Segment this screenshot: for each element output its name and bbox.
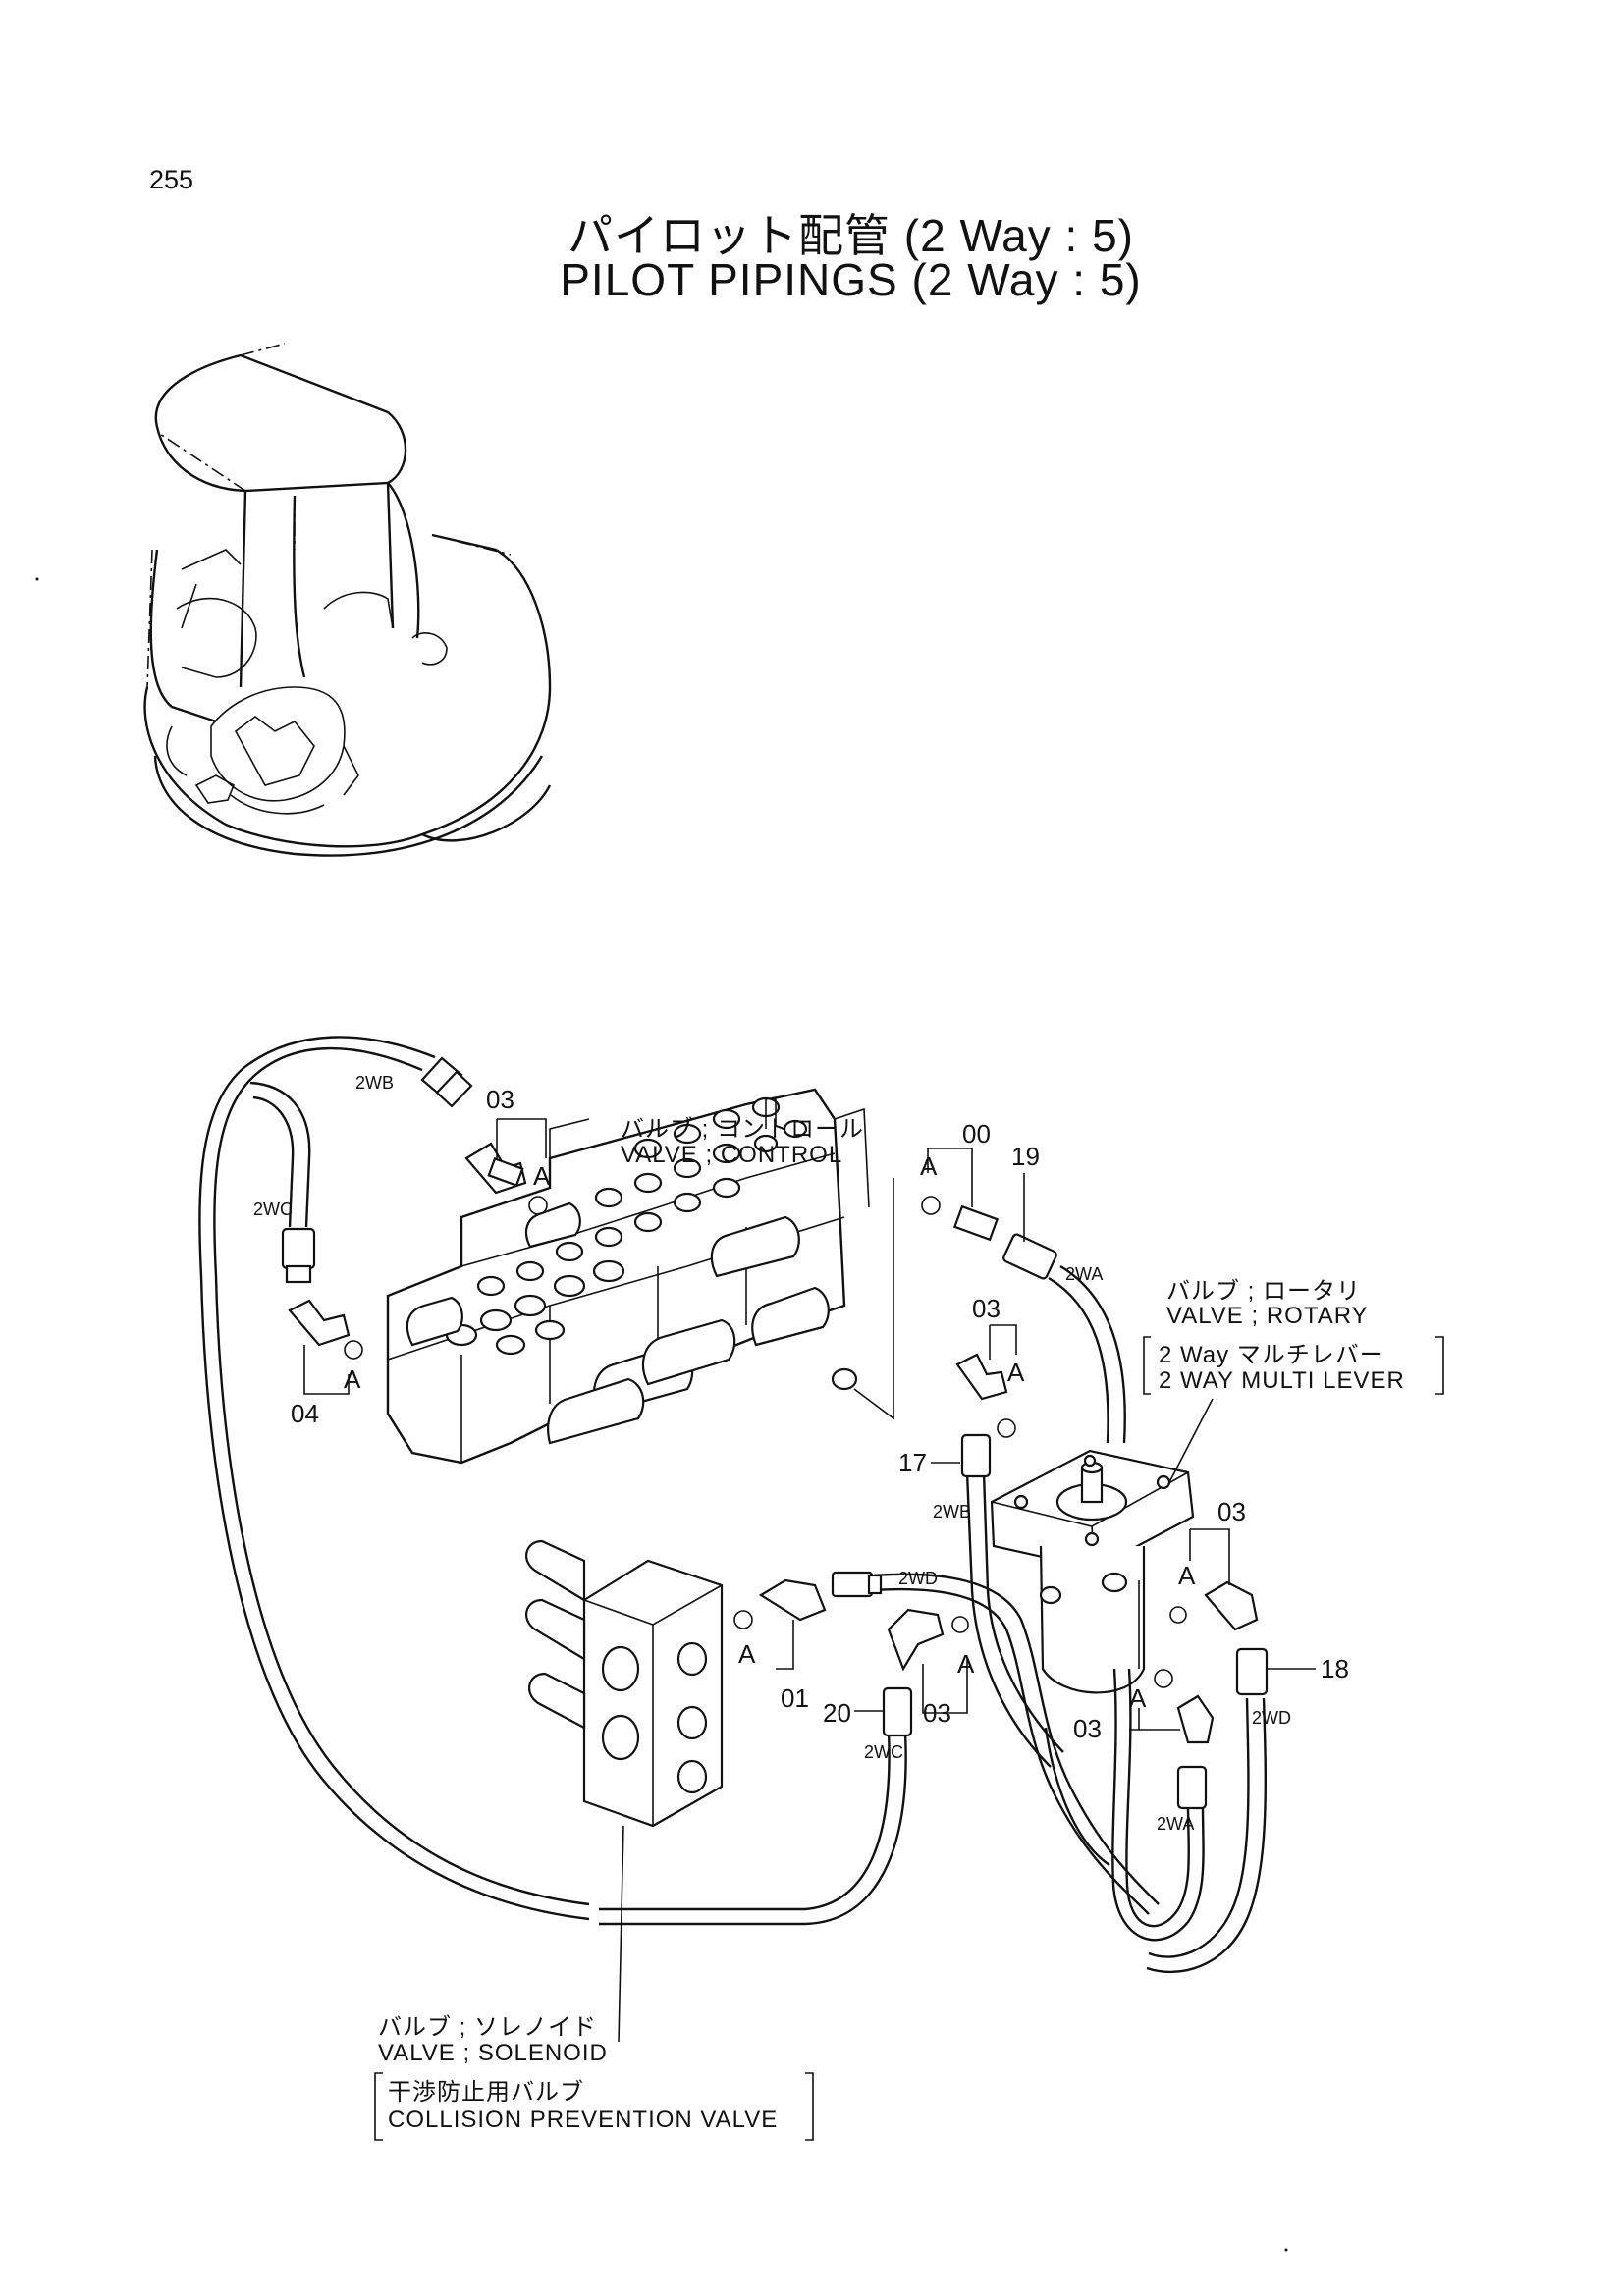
rotary-valve-note-jp: 2 Way マルチレバー: [1159, 1342, 1384, 1368]
hose-code-2wc: 2WC: [253, 1200, 293, 1219]
pilot-hoses: [198, 1036, 1268, 1974]
callout-part-17: 17: [898, 1448, 927, 1477]
fitting-mark-a: A: [957, 1649, 975, 1679]
hose-code-2wa: 2WA: [1157, 1814, 1195, 1834]
callout-part-03: 03: [972, 1294, 1001, 1323]
callout-part-03: 03: [1217, 1497, 1246, 1526]
hose-code-2wa: 2WA: [1065, 1264, 1104, 1284]
hose-code-2wb: 2WB: [933, 1502, 972, 1522]
rotary-valve-label-en: VALVE ; ROTARY: [1166, 1303, 1369, 1329]
fitting-mark-a: A: [344, 1364, 361, 1394]
rotary-valve-label-jp: バルブ ; ロータリ: [1166, 1278, 1362, 1305]
hose-code-2wd: 2WD: [898, 1569, 938, 1588]
leader-lines: [303, 1118, 1444, 2141]
machine-overview-sketch: [143, 343, 552, 857]
solenoid-valve-label-en: VALVE ; SOLENOID: [378, 2040, 608, 2066]
callout-part-18: 18: [1321, 1654, 1349, 1683]
hose-code-2wd: 2WD: [1252, 1708, 1291, 1728]
rotary-valve-body: [990, 1449, 1195, 1694]
fitting-mark-a: A: [1007, 1358, 1025, 1387]
fitting-mark-a: A: [1178, 1561, 1196, 1590]
hose-code-2wb: 2WB: [355, 1073, 395, 1093]
callout-part-03: 03: [1073, 1714, 1102, 1743]
page-title-japanese: パイロット配管 (2 Way : 5): [568, 210, 1134, 261]
solenoid-valve-label-jp: バルブ ; ソレノイド: [378, 2014, 598, 2041]
solenoid-valve-body: [525, 1539, 724, 1828]
callout-part-03: 03: [486, 1085, 514, 1114]
hose-code-2wc: 2WC: [864, 1742, 903, 1762]
callout-part-03: 03: [923, 1698, 951, 1728]
callout-part-04: 04: [291, 1399, 319, 1428]
callout-part-00: 00: [962, 1119, 991, 1148]
fitting-mark-a: A: [533, 1161, 551, 1191]
control-valve-label-en: VALVE ; CONTROL: [621, 1142, 843, 1168]
callout-part-19: 19: [1011, 1142, 1040, 1171]
page-title-english: PILOT PIPINGS (2 Way : 5): [560, 254, 1142, 305]
fitting-mark-a: A: [738, 1639, 756, 1669]
solenoid-valve-note-jp: 干渉防止用バルブ: [388, 2079, 584, 2106]
fitting-mark-a: A: [920, 1151, 938, 1181]
page-number: 255: [149, 165, 194, 194]
control-valve-body: [386, 1088, 870, 1465]
rotary-valve-note-en: 2 WAY MULTI LEVER: [1159, 1367, 1405, 1394]
control-valve-label-jp: バルブ ; コントロール: [621, 1116, 865, 1143]
solenoid-valve-note-en: COLLISION PREVENTION VALVE: [388, 2107, 779, 2133]
fittings: [281, 1056, 1269, 1810]
fitting-mark-a: A: [1129, 1683, 1147, 1713]
callout-part-01: 01: [781, 1683, 809, 1713]
callout-part-20: 20: [823, 1698, 851, 1728]
